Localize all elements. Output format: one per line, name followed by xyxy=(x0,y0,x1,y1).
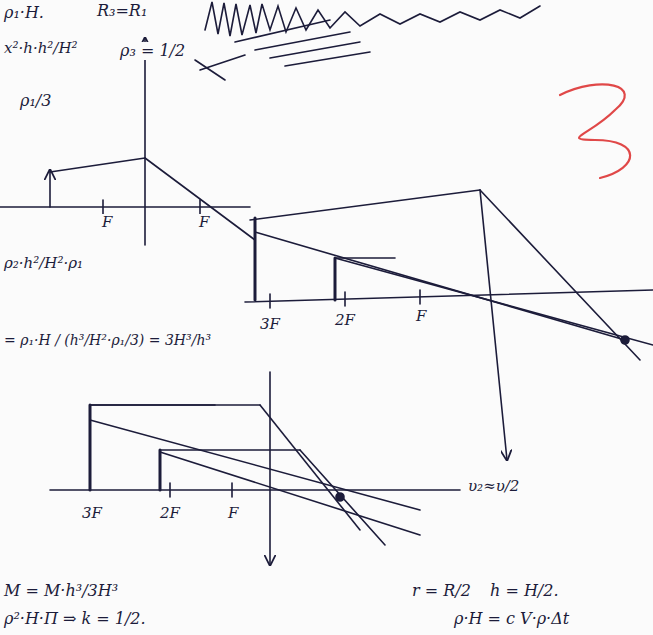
handwritten-note: F xyxy=(226,505,240,522)
handwritten-note: R₃=R₁ xyxy=(95,2,149,20)
handwritten-note: F xyxy=(100,214,114,231)
handwritten-note: 2F xyxy=(158,505,182,522)
handwritten-note: υ₂≈υ/2 xyxy=(466,478,521,495)
handwritten-note: ρ₁·H. xyxy=(2,4,46,22)
handwritten-note: ρ₂·h²/H²·ρ₁ xyxy=(2,255,85,272)
handwritten-note: ρ₃ = 1/2 xyxy=(118,42,187,60)
handwritten-note: ρ²·H·Π ⇒ k = 1/2. xyxy=(2,610,148,628)
handwritten-note: x²·h·h²/H² xyxy=(2,40,80,57)
handwritten-note: M = M·h³/3H³ xyxy=(2,582,120,600)
handwritten-note: 2F xyxy=(333,312,357,329)
handwritten-note: ρ₁/3 xyxy=(18,92,53,110)
handwritten-note: 3F xyxy=(80,505,104,522)
handwritten-note: r = R/2 xyxy=(410,582,473,600)
handwritten-note: F xyxy=(197,214,211,231)
handwritten-note: 3F xyxy=(258,316,282,333)
handwritten-note: = ρ₁·H / (h³/H²·ρ₁/3) = 3H³/h³ xyxy=(2,332,213,348)
handwritten-note: ρ·H = c V·ρ·Δt xyxy=(452,610,571,628)
handwritten-note: F xyxy=(414,308,428,325)
handwritten-note: h = H/2. xyxy=(488,582,561,600)
